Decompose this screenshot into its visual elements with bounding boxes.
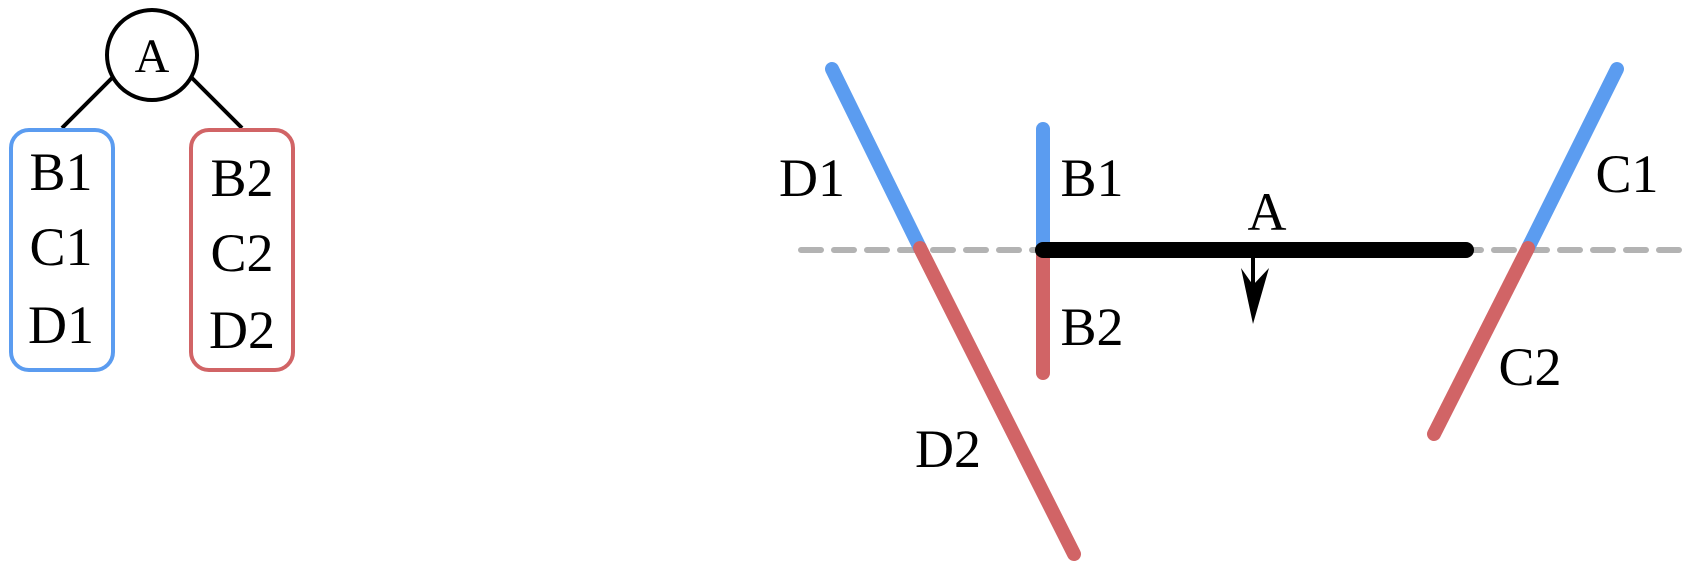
- tree-front-box: [9, 128, 115, 372]
- tree-root-node: [105, 8, 199, 102]
- segment-c1: [1521, 62, 1624, 255]
- label-b2: B2: [1060, 297, 1123, 357]
- label-c2: C2: [1498, 337, 1561, 397]
- front-list-item: D1: [28, 295, 94, 355]
- label-a: A: [1248, 182, 1287, 242]
- bsp-scene: A D1 D2 B1 B2 C1 C2: [779, 62, 1683, 561]
- tree-back-box: [189, 128, 295, 372]
- label-d1: D1: [779, 148, 845, 208]
- segment-d1: [825, 62, 927, 255]
- back-list-item: D2: [209, 300, 275, 360]
- segment-d2: [913, 241, 1081, 561]
- front-list-item: B1: [29, 142, 92, 202]
- tree-root-label: A: [135, 30, 170, 83]
- tree-edge-front: [60, 76, 114, 130]
- back-list-item: B2: [210, 148, 273, 208]
- back-list-item: C2: [210, 223, 273, 283]
- bsp-tree: A B1 C1 D1 B2 C2 D2: [9, 8, 295, 372]
- tree-edge-back: [190, 76, 244, 130]
- front-list-item: C1: [29, 217, 92, 277]
- segment-c2: [1427, 241, 1535, 441]
- label-b1: B1: [1060, 148, 1123, 208]
- label-c1: C1: [1595, 144, 1658, 204]
- normal-arrow-icon: [1241, 250, 1269, 324]
- label-d2: D2: [915, 419, 981, 479]
